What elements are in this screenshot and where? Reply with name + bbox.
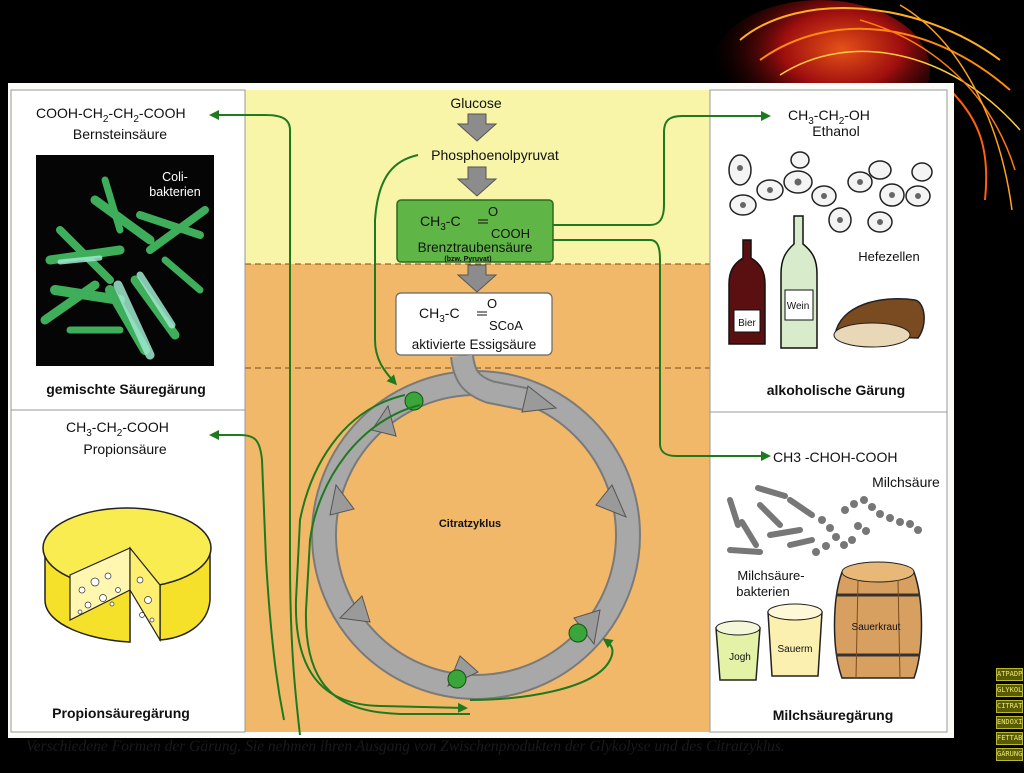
svg-text:CH3-CH2-COOH: CH3-CH2-COOH [66, 419, 169, 439]
barrel-label: Sauerkraut [852, 622, 901, 633]
ethanol-formula: CH3-CH2-OH [788, 107, 870, 127]
exit-marker [568, 623, 588, 643]
alcoholic-title: alkoholische Gärung [767, 382, 905, 398]
nav-button-fettab[interactable]: FETTAB [996, 732, 1023, 745]
lactic-bacteria-label-2: bakterien [736, 584, 789, 599]
lactic-compound: Milchsäure [872, 474, 940, 490]
yogurt-label: Jogh [729, 652, 751, 663]
acetyl-formula: CH3-C O SCoA [419, 296, 523, 333]
sour-milk-label: Sauerm [777, 644, 812, 655]
svg-text:SCoA: SCoA [489, 318, 523, 333]
cycle-arrowhead [338, 595, 371, 623]
svg-text:O: O [487, 296, 497, 311]
pathway-arrows [209, 110, 771, 736]
lactic-formula: CH3 -CHOH-COOH [773, 449, 897, 465]
nav-button-endoxi[interactable]: ENDOXI [996, 716, 1023, 729]
sauerkraut-barrel [833, 561, 923, 679]
propionic-compound: Propionsäure [83, 441, 166, 457]
nav-button-atpadp[interactable]: ATPADP [996, 668, 1023, 681]
down-arrow-1 [456, 113, 498, 142]
pep-label: Phosphoenolpyruvat [431, 147, 559, 163]
cycle-arrowhead [329, 483, 355, 516]
coli-label-2: bakterien [149, 185, 200, 199]
pyruvate-box [396, 199, 554, 263]
cheese-illustration [42, 507, 212, 643]
nav-button-gaerung[interactable]: GÄRUNG [996, 748, 1023, 761]
svg-text:CH3-CH2-OH: CH3-CH2-OH [788, 107, 870, 127]
svg-text:CH3-C: CH3-C [419, 305, 460, 325]
yeast-nuclei [737, 165, 921, 225]
nav-button-citrat[interactable]: CITRAT [996, 700, 1023, 713]
acetyl-name: aktivierte Essigsäure [412, 337, 537, 352]
coli-label-1: Coli- [162, 170, 188, 184]
wine-label: Wein [787, 301, 810, 312]
cycle-arrowhead [521, 385, 558, 413]
exit-marker [447, 669, 467, 689]
ethanol-compound: Ethanol [812, 123, 859, 139]
svg-text:CH3-C: CH3-C [420, 213, 461, 233]
propionic-title: Propionsäuregärung [52, 705, 190, 721]
sour-milk-cup [767, 603, 823, 677]
coli-bacteria-image [36, 155, 214, 366]
beer-label: Bier [738, 318, 756, 329]
nav-button-glykol[interactable]: GLYKOL [996, 684, 1023, 697]
lactic-title: Milchsäuregärung [773, 707, 894, 723]
lactic-bacteria-label-1: Milchsäure- [737, 568, 804, 583]
pyruvate-name: Brenztraubensäure [418, 240, 533, 255]
svg-text:O: O [488, 204, 498, 219]
bread-loaf [833, 298, 925, 348]
svg-text:COOH-CH2-CH2-COOH: COOH-CH2-CH2-COOH [36, 105, 186, 125]
lactic-cocci-chains [812, 496, 922, 556]
pyruvate-formula: CH3-C O COOH [420, 204, 530, 241]
figure-caption: Verschiedene Formen der Gärung. Sie nehm… [26, 738, 785, 755]
lactic-bacteria-rods [727, 485, 815, 555]
mixed-acid-compound: Bernsteinsäure [73, 126, 167, 142]
mixed-acid-formula: COOH-CH2-CH2-COOH [36, 105, 186, 125]
yogurt-cup [715, 620, 761, 681]
svg-text:COOH: COOH [491, 226, 530, 241]
glucose-label: Glucose [450, 95, 502, 111]
mixed-acid-title: gemischte Säuregärung [46, 381, 206, 397]
beer-bottle [728, 239, 766, 345]
pyruvate-alt: (bzw. Pyruvat) [444, 256, 491, 263]
down-arrow-2 [456, 166, 498, 197]
cycle-label: Citratzyklus [439, 518, 501, 530]
cycle-arrowhead [595, 484, 627, 518]
citrate-cycle [311, 354, 641, 700]
wine-bottle [780, 215, 818, 349]
down-arrow-3 [456, 264, 498, 293]
yeast-label: Hefezellen [858, 249, 919, 264]
acetyl-coa-box [395, 292, 553, 356]
propionic-formula: CH3-CH2-COOH [66, 419, 169, 439]
